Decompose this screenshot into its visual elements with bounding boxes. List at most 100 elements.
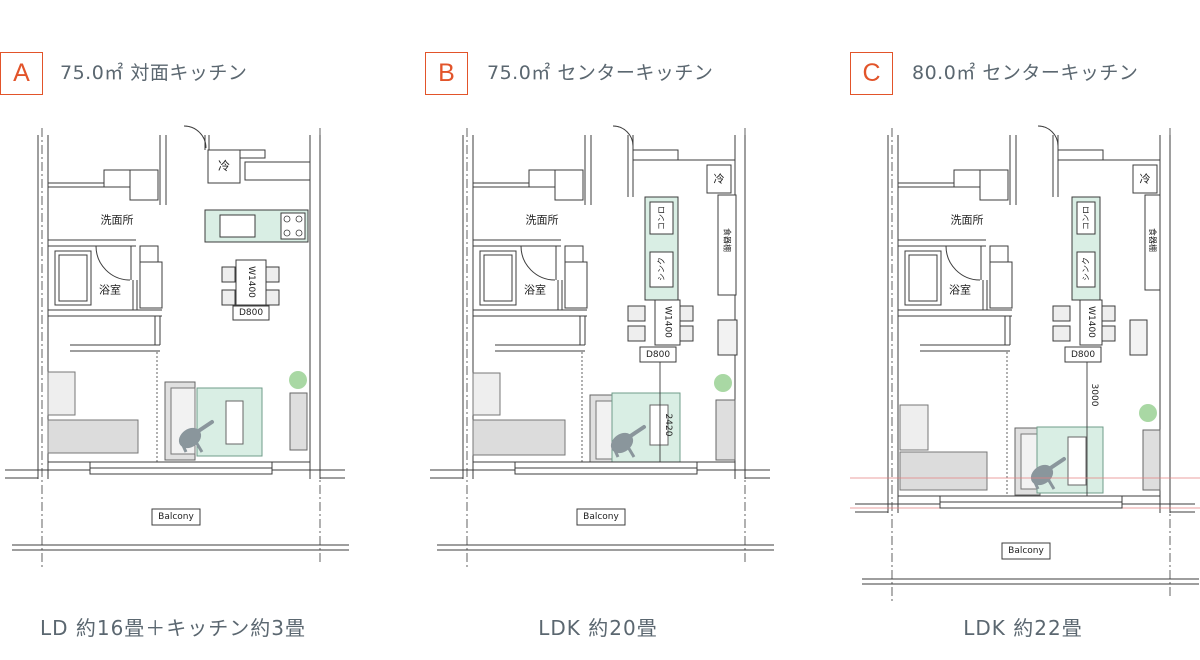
lounge-chair-leg <box>1031 477 1040 490</box>
plan-c-caption: LDK 約22畳 <box>963 616 1083 640</box>
plan-c-title: 80.0㎡ センターキッチン <box>912 62 1139 84</box>
tv-stand <box>1142 429 1161 491</box>
bed <box>472 419 566 456</box>
plan-b-letter-badge: B <box>425 52 468 95</box>
storage-closet <box>139 261 163 309</box>
plan-c-letter-badge: C <box>850 52 893 95</box>
balcony-label: Balcony <box>158 512 194 522</box>
lounge-chair-back <box>624 425 646 441</box>
dining-chair <box>627 325 646 342</box>
plan-b-title: 75.0㎡ センターキッチン <box>487 62 714 84</box>
lounge-chair-leg <box>611 445 620 458</box>
cooktop-zone <box>649 201 674 235</box>
desk <box>47 371 76 416</box>
storage-closet <box>989 261 1013 309</box>
rug <box>611 392 681 466</box>
table-depth-box <box>1064 346 1102 363</box>
bathroom-door-swing <box>520 245 556 281</box>
lounge-chair-leg <box>194 441 204 453</box>
cooktop-burner <box>283 229 291 237</box>
refrigerator-label: 冷 <box>1140 173 1151 186</box>
lounge-chair-back <box>192 420 214 436</box>
table-depth-label: D800 <box>1071 350 1095 360</box>
utility-box <box>989 245 1009 263</box>
vanity-cabinet <box>129 169 159 201</box>
dimension-label: 3000 <box>1089 384 1099 407</box>
dining-chair <box>221 289 236 306</box>
tv-stand <box>715 399 736 461</box>
entrance-door-swing <box>1037 125 1059 147</box>
coffee-table <box>225 400 244 445</box>
cupboard <box>717 194 737 296</box>
dining-chair <box>1052 305 1071 322</box>
plan-a-title: 75.0㎡ 対面キッチン <box>60 62 248 84</box>
lounge-chair-leg <box>626 446 636 458</box>
bathroom-label: 浴室 <box>99 283 121 297</box>
lounge-chair-figure <box>1030 457 1066 490</box>
cooktop-burner <box>283 215 291 223</box>
bathroom-door-swing <box>95 245 131 281</box>
balcony-label: Balcony <box>583 512 619 522</box>
lounge-chair-figure <box>610 425 646 458</box>
balcony-label: Balcony <box>1008 546 1044 556</box>
dining-chair <box>265 289 280 306</box>
bathtub-basin <box>58 254 88 302</box>
vanity-cabinet <box>979 169 1009 201</box>
bed <box>899 451 988 491</box>
table-width-label: W1400 <box>1086 306 1096 338</box>
plan-a-caption: LD 約16畳＋キッチン約3畳 <box>39 616 307 640</box>
plant <box>289 371 307 389</box>
table-width-label: W1400 <box>246 266 256 298</box>
cupboard-label: 食器棚 <box>1148 228 1158 252</box>
entrance-door-swing <box>612 125 634 147</box>
utility-box <box>564 245 584 263</box>
shelf <box>1057 149 1104 161</box>
table-depth-box <box>232 305 270 321</box>
utility-box <box>139 245 159 263</box>
bathtub-basin <box>483 254 513 302</box>
stove-label: コンロ <box>1082 206 1091 230</box>
washroom-label: 洗面所 <box>101 214 134 227</box>
cooktop-burner <box>295 215 303 223</box>
plant <box>1139 404 1157 422</box>
sink-zone <box>649 251 674 288</box>
sink-label: シンク <box>657 257 666 281</box>
shelf <box>239 149 266 159</box>
side-cabinet <box>1129 319 1148 356</box>
table-depth-label: D800 <box>646 350 670 360</box>
table-depth-label: D800 <box>239 308 263 318</box>
refrigerator <box>1132 164 1158 194</box>
lounge-chair-leg <box>1046 478 1056 490</box>
dining-table <box>1079 299 1103 346</box>
balcony-label-box <box>151 508 201 526</box>
washroom-label: 洗面所 <box>951 214 984 227</box>
cooktop-zone <box>1076 201 1096 235</box>
cupboard <box>1144 194 1161 291</box>
lounge-chair-back <box>1044 457 1066 473</box>
dining-chair <box>679 305 694 322</box>
plant <box>714 374 732 392</box>
dining-chair <box>1052 325 1071 342</box>
plan-a-letter-badge: A <box>0 52 43 95</box>
bed <box>47 419 139 454</box>
dining-table <box>235 259 267 306</box>
dining-chair <box>627 305 646 322</box>
cupboard-label: 食器棚 <box>723 228 733 252</box>
dining-chair <box>221 266 236 283</box>
partition-block <box>528 169 556 188</box>
shelf <box>632 149 679 161</box>
refrigerator <box>207 149 241 184</box>
cooktop-burner <box>295 229 303 237</box>
entrance-door-swing <box>183 125 207 149</box>
lounge-chair-leg <box>179 440 188 453</box>
coffee-table <box>649 404 669 446</box>
sink-label: シンク <box>1082 257 1091 281</box>
plan-b-caption: LDK 約20畳 <box>538 616 658 640</box>
coffee-table <box>1067 436 1087 486</box>
dining-chair <box>1101 325 1116 342</box>
table-depth-box <box>639 346 677 363</box>
